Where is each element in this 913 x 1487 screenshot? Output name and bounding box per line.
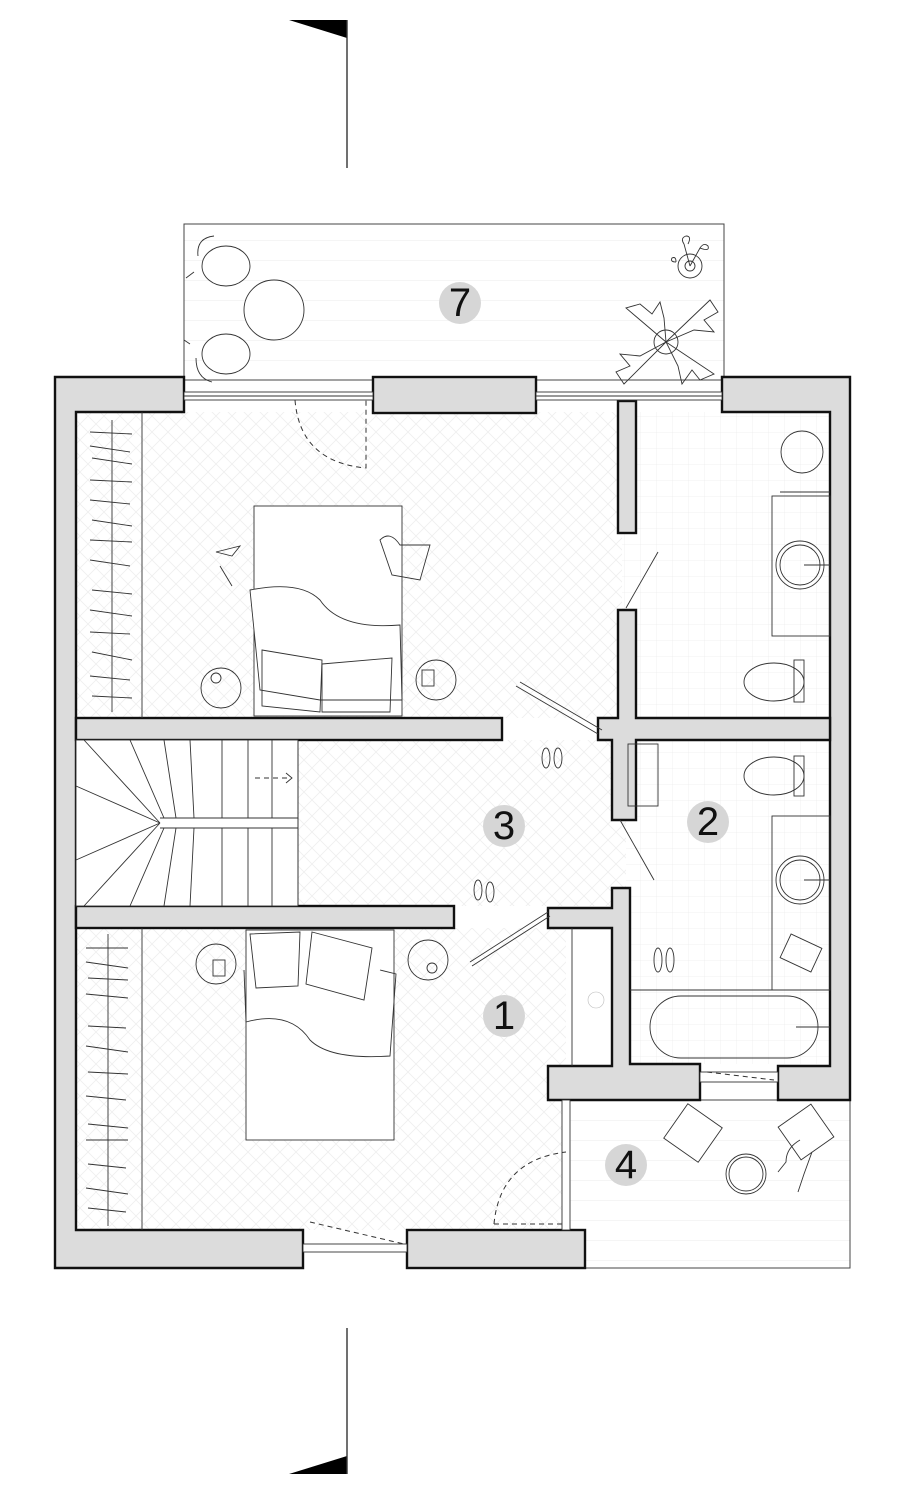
svg-text:4: 4 [615, 1143, 637, 1187]
section-marker-top [289, 20, 348, 168]
balcony-chair-icon [663, 1103, 835, 1195]
wardrobe-hangers-icon [89, 431, 133, 699]
bathroom-2: 2 [627, 743, 831, 1059]
plant-large-icon [615, 299, 719, 386]
room-label-7: 7 [439, 281, 481, 325]
bedroom-upper [89, 412, 457, 718]
shoes-icon [215, 545, 242, 587]
room-label-4: 4 [605, 1143, 647, 1187]
svg-text:2: 2 [697, 800, 719, 844]
room-label-2: 2 [687, 800, 729, 844]
bathroom-upper [743, 430, 831, 703]
slippers-icon [473, 747, 563, 903]
section-marker-bottom [289, 1328, 348, 1474]
staircase-icon [75, 739, 299, 907]
person-reading-icon [379, 535, 431, 581]
towel-rack-icon [627, 743, 659, 807]
plant-small-icon [671, 235, 709, 279]
room-label-1: 1 [483, 994, 525, 1038]
terrace-7: 7 [183, 223, 725, 386]
room-label-3: 3 [483, 804, 525, 848]
terrace-table-icon [183, 235, 305, 383]
windows [183, 391, 779, 1253]
svg-text:1: 1 [493, 994, 515, 1038]
svg-text:7: 7 [449, 281, 471, 325]
hallway-3: 3 [75, 739, 563, 907]
bedroom-1: 1 [85, 928, 605, 1230]
balcony-4: 4 [565, 1099, 851, 1269]
door-swings [294, 399, 775, 1245]
walls [53, 375, 852, 1270]
svg-text:3: 3 [493, 804, 515, 848]
